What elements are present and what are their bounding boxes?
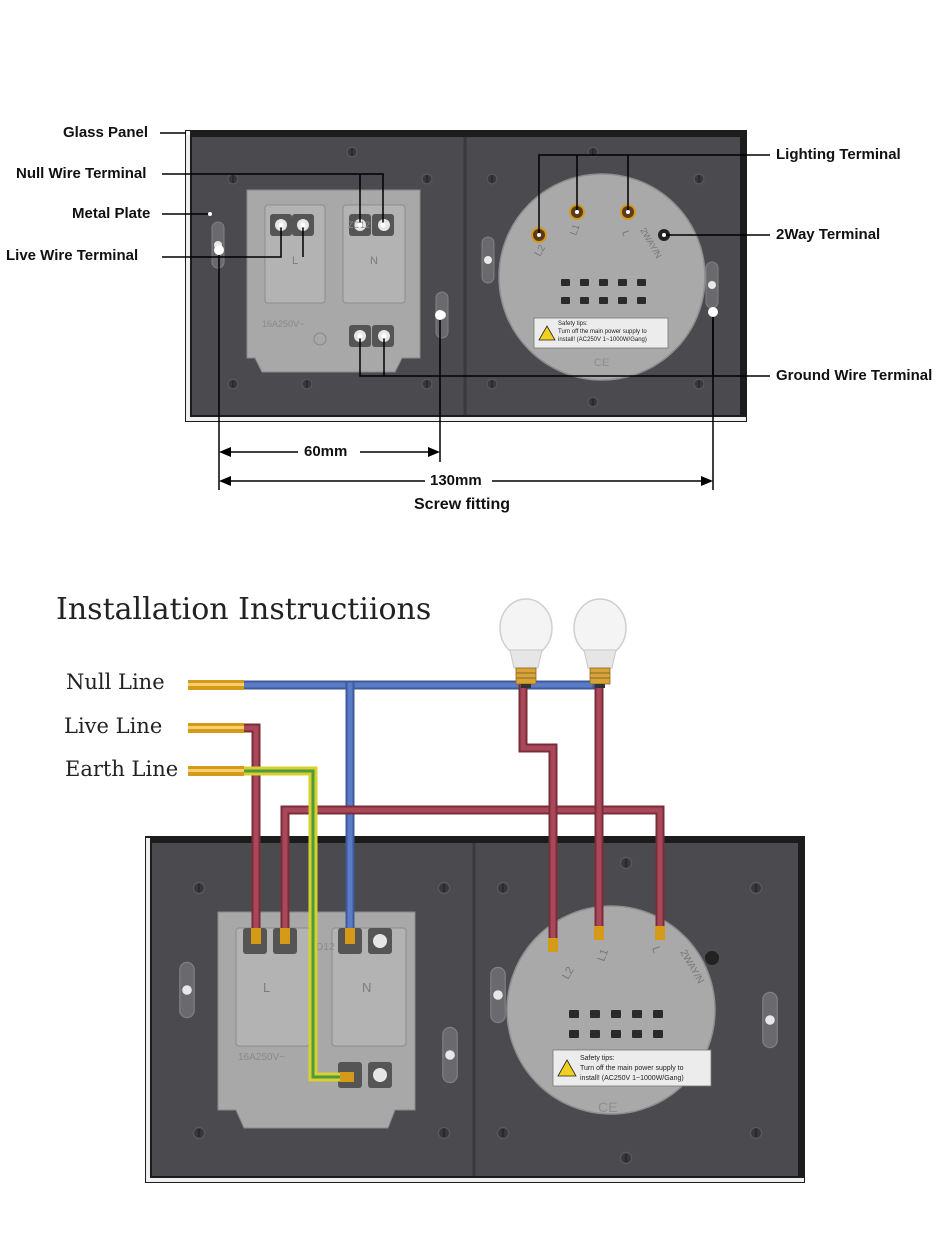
top-ce-mark: CE — [594, 357, 609, 369]
live-wire-terminal-label: Live Wire Terminal — [6, 247, 139, 264]
top-switch-l2: L2 — [533, 243, 548, 259]
terminal-tips — [251, 926, 665, 1082]
top-switch-l: L — [619, 229, 631, 238]
dimension-lines — [218, 250, 714, 490]
ground-wire-terminal-label: Ground Wire Terminal — [776, 367, 933, 384]
two-way-terminal-label: 2Way Terminal — [776, 226, 881, 243]
screw-fitting-caption: Screw fitting — [414, 496, 511, 513]
bottom-switch-l: L — [649, 945, 662, 955]
top-socket-module: L N ZD12 16A250V~ — [246, 189, 421, 373]
top-safety-line1: Turn off the main power supply to — [558, 329, 647, 335]
top-switch-l1: L1 — [568, 222, 582, 237]
bottom-socket-model: ZD12 — [310, 942, 335, 953]
metal-plate-label: Metal Plate — [72, 205, 151, 222]
top-safety-title: Safety tips: — [558, 321, 588, 327]
bottom-safety-title: Safety tips: — [580, 1055, 615, 1062]
top-socket-letter-n: N — [370, 255, 378, 267]
glass-panel-label: Glass Panel — [63, 124, 149, 141]
bottom-switch-module: L2 L1 L 2WAY/N Safety tips: Turn off the… — [506, 905, 719, 1115]
earth-wire — [239, 766, 350, 1082]
light-bulb-left-icon — [499, 598, 553, 688]
bottom-socket-letter-l: L — [263, 980, 270, 995]
dimension-130mm: 130mm — [430, 472, 482, 489]
bottom-socket-letter-n: N — [362, 980, 371, 995]
top-safety-line2: install! (AC250V 1~1000W/Gang) — [558, 337, 647, 343]
dimension-60mm: 60mm — [304, 443, 348, 460]
installation-title: Installation Instructiions — [56, 592, 432, 627]
live-wire — [239, 680, 665, 945]
wires — [239, 680, 665, 1082]
top-switch-module: L2 L1 L 2WAY/N Safety tips: Turn off the… — [498, 173, 706, 381]
top-socket-rating: 16A250V~ — [262, 319, 304, 329]
live-line-label: Live Line — [64, 714, 163, 738]
wire-ends — [188, 680, 244, 776]
top-panel: L N ZD12 16A250V~ L2 — [160, 130, 770, 490]
null-wire-terminal-label: Null Wire Terminal — [16, 165, 147, 182]
bottom-switch-l1: L1 — [596, 947, 611, 963]
bottom-safety-line2: install! (AC250V 1~1000W/Gang) — [580, 1075, 684, 1082]
null-line-label: Null Line — [66, 670, 165, 694]
top-socket-letter-l: L — [292, 255, 298, 267]
earth-line-label: Earth Line — [65, 757, 179, 781]
bottom-panel: L N ZD12 16A250V~ L2 L1 L 2WAY/N Safety … — [145, 598, 805, 1183]
bottom-safety-line1: Turn off the main power supply to — [580, 1065, 684, 1072]
top-leader-lines — [160, 132, 770, 377]
bottom-ce-mark: CE — [598, 1099, 617, 1115]
bottom-switch-l2: L2 — [560, 965, 577, 982]
light-bulb-right-icon — [573, 598, 627, 688]
bottom-socket-rating: 16A250V~ — [238, 1052, 285, 1063]
lighting-terminal-label: Lighting Terminal — [776, 146, 901, 163]
